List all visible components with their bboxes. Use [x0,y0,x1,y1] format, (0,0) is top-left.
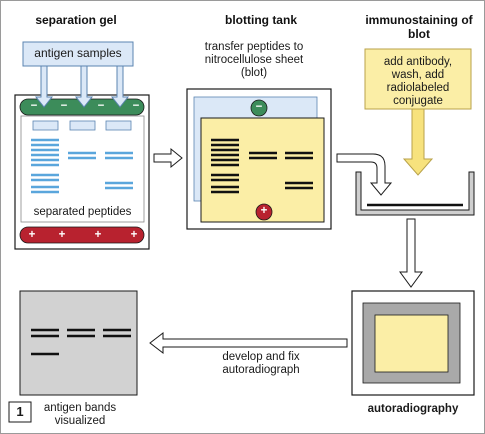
gel-bands-lane-3 [105,151,133,190]
blotting-tank [186,88,332,230]
cathode-sign: − [132,100,140,112]
label-separated-peptides: separated peptides [33,206,132,218]
figure-number-box [8,401,32,423]
gel-slab [20,115,145,223]
result [19,290,138,396]
separation-gel [14,94,150,250]
staining-tray [355,171,475,216]
blot-bands [211,138,313,194]
immunostaining [355,48,475,216]
blot-on-film [374,314,449,373]
antibody-box [364,48,472,110]
sample-arrow [34,65,54,108]
figure-number: 1 [16,404,24,419]
antigen-bands [31,328,131,356]
cathode-sign: − [97,100,105,112]
tank-cathode-sign: − [255,101,263,113]
header-separation-gel: separation gel [35,13,117,27]
tank-anode [255,203,273,221]
antigen-samples-callout [22,41,134,108]
anode-sign: + [28,229,36,241]
arrow-gel-to-tank [153,147,183,169]
arrow-develop [149,331,348,355]
arrow-tank-to-tray [336,153,393,196]
anode-sign: + [58,229,66,241]
autoradiography [351,290,475,396]
header-immunostaining: immunostaining of blot [365,13,473,41]
arrow-tray-to-autoradiography [399,218,423,288]
header-blotting-tank: blotting tank [225,13,297,27]
gel-well [105,120,132,131]
label-antigen-bands: antigen bands visualized [43,402,117,427]
tank-anode-sign: + [260,205,268,217]
sample-arrow [110,65,130,108]
developed-film [19,290,138,396]
label-antigen-samples: antigen samples [34,46,122,60]
anode-sign: + [94,229,102,241]
antigen-samples-box [22,41,134,67]
anode-bar [19,226,145,244]
gel-well [32,120,59,131]
antibody-arrow [402,108,434,176]
label-add-antibody: add antibody, wash, add radiolabeled con… [383,56,453,107]
gel-bands-lane-1 [31,138,59,194]
anode-sign: + [130,229,138,241]
gel-bands-lane-2 [68,151,96,160]
tank-cathode [250,99,268,117]
label-develop: develop and fix autoradiograph [222,351,300,376]
sample-arrow [74,65,94,108]
cathode-sign: − [60,100,68,112]
tray-outline [355,172,475,216]
cathode-sign: − [30,100,38,112]
label-transfer: transfer peptides to nitrocellulose shee… [204,41,304,79]
gel-well [69,120,96,131]
label-autoradiography: autoradiography [367,403,459,415]
